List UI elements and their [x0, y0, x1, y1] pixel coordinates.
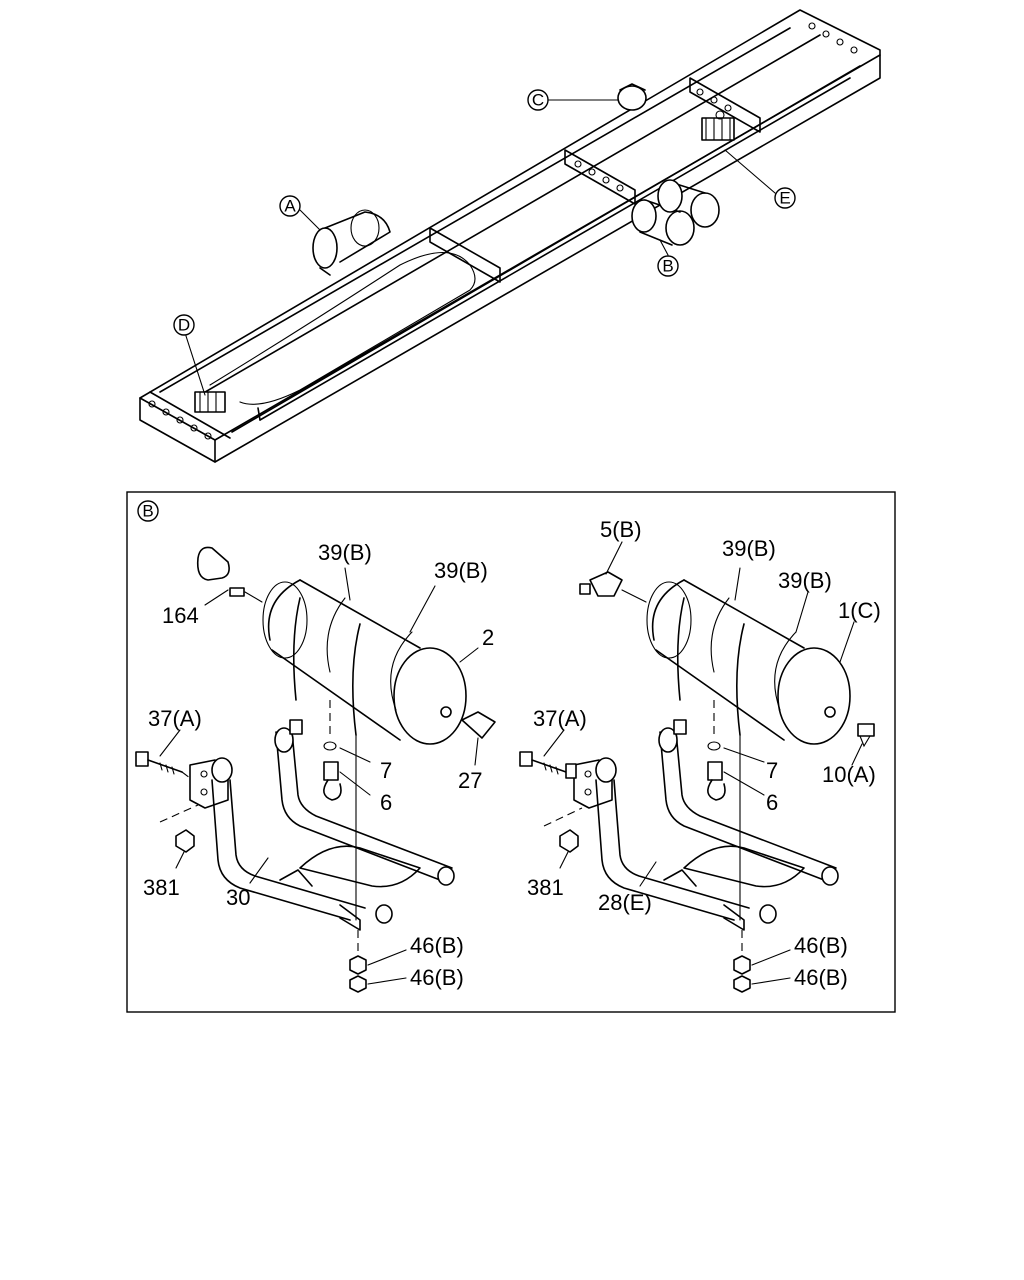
left-tank [262, 579, 467, 745]
right-union-6 [707, 761, 726, 801]
tank-a-illustration [312, 209, 391, 276]
chamber-c-illustration [617, 83, 647, 111]
right-straps [676, 597, 745, 921]
valve-e-illustration [701, 110, 735, 141]
detail-frame-marker [137, 500, 159, 522]
right-fitting-10a [824, 706, 875, 748]
callout-a: A [279, 195, 321, 231]
right-washer-7 [707, 741, 721, 751]
right-label-1c: 1(C) [838, 598, 881, 623]
left-label-30: 30 [226, 885, 250, 910]
right-nut-381 [543, 807, 583, 853]
detail-frame-marker-label: B [142, 502, 153, 521]
left-nut-381 [159, 804, 199, 853]
left-fitting-27 [440, 706, 496, 739]
valve-d-illustration [194, 391, 226, 413]
right-label-10a: 10(A) [822, 762, 876, 787]
right-label-46b-upper: 46(B) [794, 933, 848, 958]
right-label-6: 6 [766, 790, 778, 815]
left-label-39b-top: 39(B) [318, 540, 372, 565]
left-tank-assembly: 164 39(B) 39(B) 2 37(A) 7 6 27 381 30 46… [135, 540, 496, 993]
right-tank [646, 579, 851, 745]
callout-b-label: B [662, 257, 673, 276]
left-label-27: 27 [458, 768, 482, 793]
right-label-5b: 5(B) [600, 517, 642, 542]
left-label-37a: 37(A) [148, 706, 202, 731]
left-label-46b-upper: 46(B) [410, 933, 464, 958]
right-label-7: 7 [766, 758, 778, 783]
detail-frame: B [126, 491, 896, 1013]
left-straps [292, 597, 361, 921]
right-label-46b-lower: 46(B) [794, 965, 848, 990]
callout-a-label: A [284, 197, 296, 216]
right-label-37a: 37(A) [533, 706, 587, 731]
left-nuts-46b [349, 930, 367, 993]
callout-e-label: E [779, 189, 790, 208]
left-bolt-37a [135, 751, 191, 779]
left-label-39b-right: 39(B) [434, 558, 488, 583]
left-bracket [189, 719, 455, 931]
right-label-381: 381 [527, 875, 564, 900]
left-washer-7 [323, 741, 337, 751]
right-nuts-46b [733, 930, 751, 993]
left-fitting-164 [196, 546, 263, 603]
chassis-overview: A B C D E [139, 9, 881, 463]
left-label-6: 6 [380, 790, 392, 815]
left-label-164: 164 [162, 603, 199, 628]
right-bracket [573, 719, 839, 931]
frame-rails [139, 9, 881, 463]
left-leaders [159, 567, 479, 985]
right-label-28e: 28(E) [598, 890, 652, 915]
right-bolt-37a [519, 751, 577, 779]
left-label-7: 7 [380, 758, 392, 783]
callout-b: B [657, 239, 679, 277]
right-label-39b-right: 39(B) [778, 568, 832, 593]
callout-d-label: D [178, 316, 190, 335]
right-tank-assembly: 5(B) 39(B) 39(B) 1(C) 37(A) 7 6 10(A) 38… [519, 517, 881, 993]
tank-b-illustration [631, 179, 720, 246]
right-label-39b-top: 39(B) [722, 536, 776, 561]
left-union-6 [323, 761, 342, 801]
left-label-2: 2 [482, 625, 494, 650]
right-fitting-5b [579, 571, 647, 603]
right-leaders [543, 541, 863, 985]
callout-e: E [724, 149, 796, 209]
callout-c: C [527, 89, 619, 111]
left-label-46b-lower: 46(B) [410, 965, 464, 990]
callout-d: D [173, 314, 206, 396]
left-label-381: 381 [143, 875, 180, 900]
callout-c-label: C [532, 91, 544, 110]
